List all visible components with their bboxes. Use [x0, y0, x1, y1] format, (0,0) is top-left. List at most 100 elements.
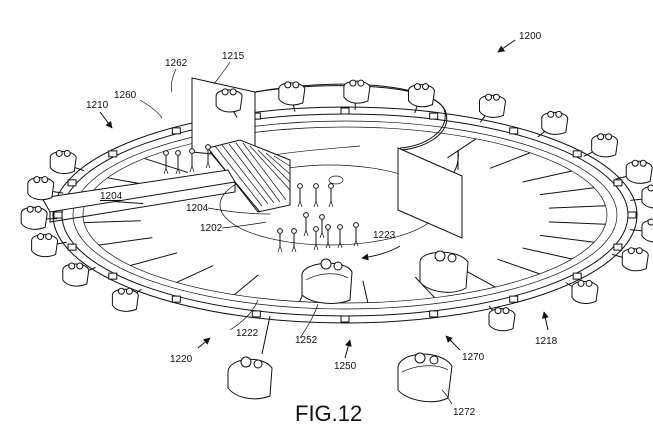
label-1262: 1262 — [165, 58, 188, 69]
ring-joint — [171, 295, 181, 303]
ring-joint — [53, 211, 63, 219]
label-1272: 1272 — [453, 407, 476, 418]
spoke — [98, 237, 153, 246]
person-head — [337, 224, 343, 230]
spoke — [447, 138, 477, 159]
balloon — [328, 175, 344, 185]
rider-head — [26, 205, 34, 213]
rider-head — [117, 287, 125, 295]
person-leg — [297, 200, 301, 208]
figure-caption: FIG.12 — [295, 401, 362, 426]
rider-head — [413, 83, 421, 91]
ring-joint — [572, 150, 582, 158]
spoke — [83, 220, 141, 224]
rider-head — [484, 93, 492, 101]
vehicle — [625, 160, 653, 184]
label-1200: 1200 — [519, 31, 542, 42]
vehicle — [278, 82, 306, 106]
spoke — [176, 265, 214, 283]
person-leg — [189, 165, 193, 173]
person-leg — [330, 200, 334, 208]
person-head — [189, 148, 195, 154]
label-1218: 1218 — [535, 336, 558, 347]
rider-head — [647, 184, 653, 192]
person-leg — [291, 245, 295, 253]
rider-head — [63, 149, 71, 157]
ring-joint — [340, 107, 350, 115]
spoke — [497, 258, 540, 275]
person-leg — [303, 229, 307, 237]
label-1252: 1252 — [295, 335, 318, 346]
person-head — [319, 214, 325, 220]
spoke — [539, 234, 595, 243]
person-leg — [305, 229, 309, 237]
vehicle — [478, 94, 506, 118]
rider-head — [292, 81, 300, 89]
vehicle — [111, 288, 139, 312]
vehicle — [343, 80, 371, 104]
spoke — [522, 170, 573, 183]
spoke — [489, 152, 531, 169]
rider-head — [547, 110, 555, 118]
person-head — [328, 183, 334, 189]
walkway — [41, 169, 236, 223]
rider-head — [627, 247, 635, 255]
vehicle — [20, 206, 48, 230]
ring-joints — [53, 107, 637, 323]
person-leg — [315, 243, 319, 251]
person-leg — [328, 200, 332, 208]
vehicle-1220 — [227, 315, 273, 400]
rider-head — [492, 93, 500, 101]
rider-head — [229, 88, 237, 96]
ring-joint — [572, 272, 582, 280]
ring-joint — [613, 179, 623, 187]
rider-head — [37, 233, 45, 241]
vehicle-1272 — [397, 352, 453, 403]
person-leg — [293, 245, 297, 253]
ring-joint — [108, 150, 118, 158]
ring-joint — [509, 127, 519, 135]
person-leg — [321, 231, 325, 239]
ring-joint — [429, 310, 439, 318]
spoke — [414, 276, 435, 299]
person-leg — [355, 239, 359, 247]
vehicle-1252 — [301, 258, 353, 304]
ring-joint — [108, 272, 118, 280]
ride-vehicles — [20, 79, 653, 332]
person-leg — [313, 243, 317, 251]
person-head — [163, 150, 169, 156]
label-1220: 1220 — [170, 354, 193, 365]
person-head — [175, 150, 181, 156]
label-1223: 1223 — [373, 230, 396, 241]
person-leg — [177, 167, 181, 175]
person-leg — [325, 241, 329, 249]
rider-head — [577, 279, 585, 287]
rider-head — [55, 149, 63, 157]
rider-head — [284, 81, 292, 89]
rider-head — [45, 233, 53, 241]
rider-head — [502, 307, 510, 315]
vehicle — [541, 111, 569, 135]
spoke — [548, 205, 606, 209]
label-1222: 1222 — [236, 328, 259, 339]
person-leg — [165, 167, 169, 175]
person-head — [205, 144, 211, 150]
rider-head — [494, 307, 502, 315]
person-head — [313, 183, 319, 189]
ring-joint — [67, 179, 77, 187]
rider-head — [585, 279, 593, 287]
person-leg — [163, 167, 167, 175]
vehicle — [31, 234, 59, 258]
person-leg — [279, 245, 283, 253]
rider-head — [421, 83, 429, 91]
rider-head — [639, 159, 647, 167]
person-leg — [353, 239, 357, 247]
rider-head — [68, 262, 76, 270]
spoke — [362, 280, 369, 303]
rider-head — [605, 133, 613, 141]
ring-joint — [509, 295, 519, 303]
ring-joint — [251, 310, 261, 318]
person-head — [325, 224, 331, 230]
riders-standing — [163, 144, 359, 253]
rider-head — [76, 262, 84, 270]
